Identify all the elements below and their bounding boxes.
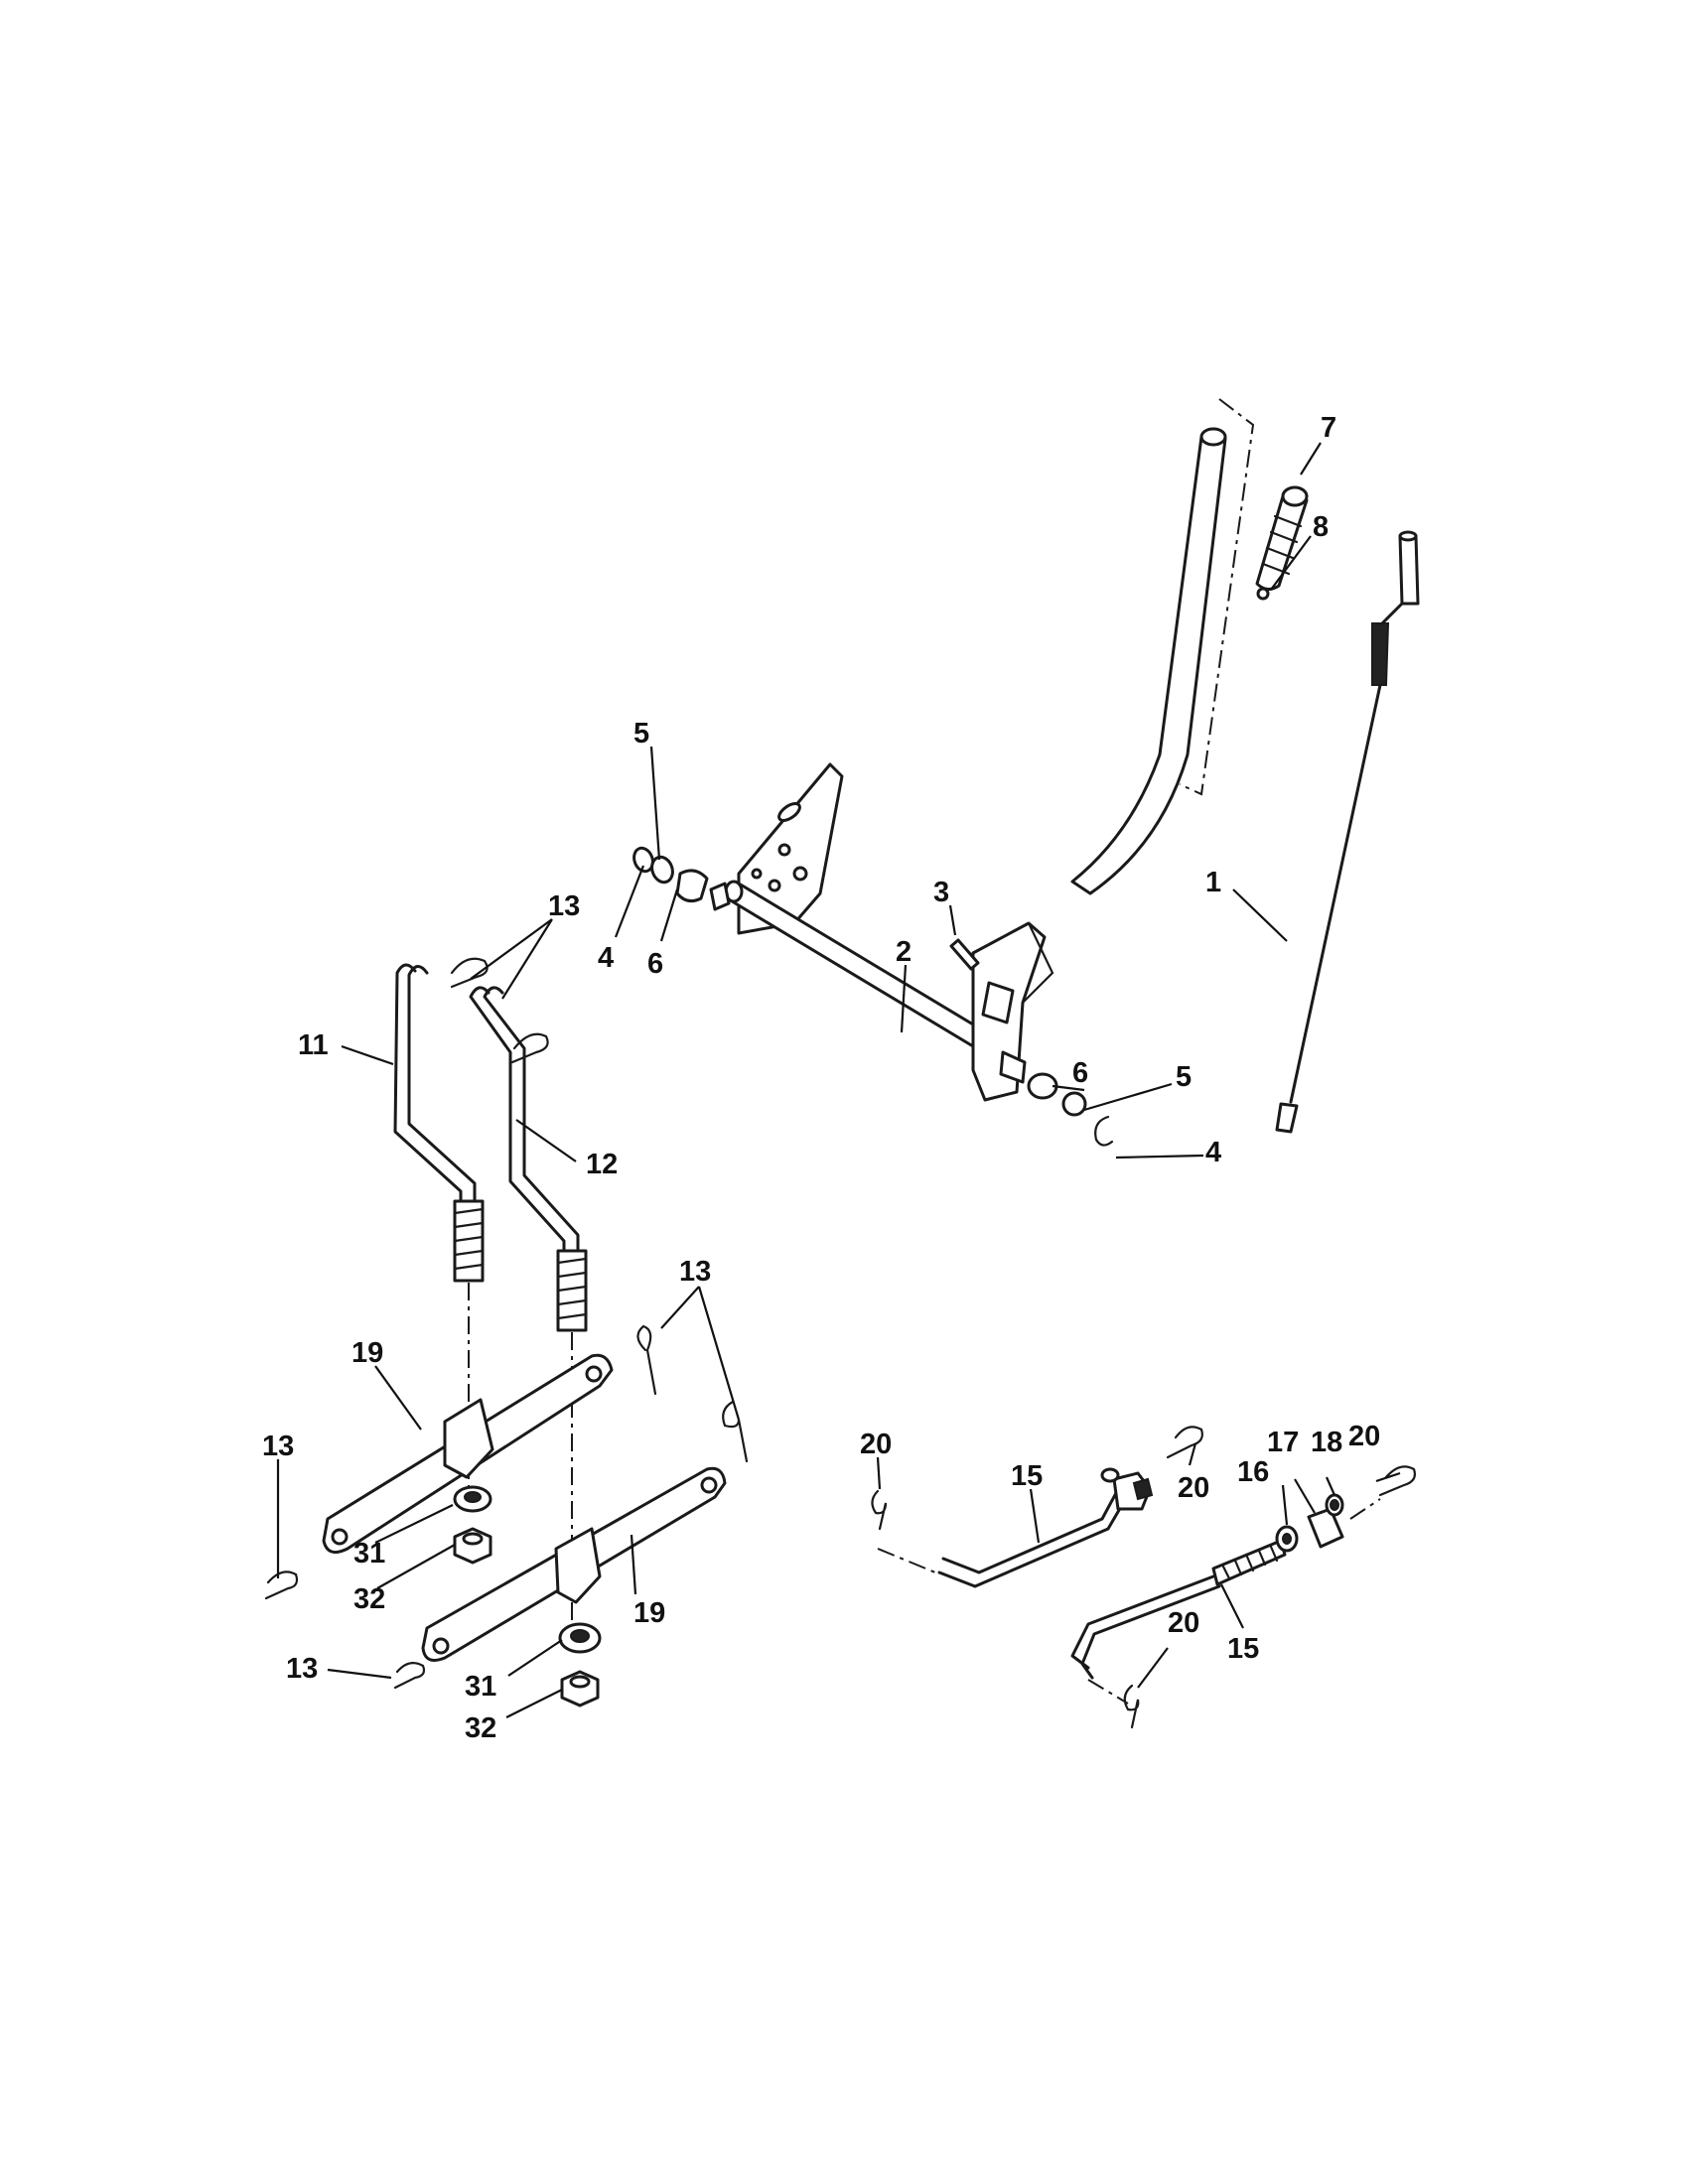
callout-32: 32 <box>353 1583 385 1615</box>
callout-13: 13 <box>286 1653 318 1685</box>
roll-pin <box>949 938 980 971</box>
callout-13: 13 <box>548 890 580 922</box>
callout-4: 4 <box>598 942 614 974</box>
callout-15: 15 <box>1011 1460 1043 1492</box>
callout-13: 13 <box>679 1256 711 1288</box>
callout-13: 13 <box>262 1431 294 1462</box>
hairpin-clips-top <box>450 957 549 1064</box>
callout-16: 16 <box>1237 1456 1269 1488</box>
handle-grip-outline <box>1179 398 1255 796</box>
bushing-nut-set-b <box>558 1622 602 1707</box>
callout-7: 7 <box>1321 412 1336 444</box>
callout-19: 19 <box>633 1597 665 1629</box>
lift-arm-upper <box>322 1353 614 1555</box>
callout-31: 31 <box>465 1671 496 1703</box>
callout-2: 2 <box>896 936 912 968</box>
callouts: 7 8 5 1 3 2 4 6 13 11 12 6 5 4 13 19 13 … <box>262 412 1380 1744</box>
callout-20: 20 <box>1348 1421 1380 1452</box>
callout-20: 20 <box>1168 1607 1199 1639</box>
adjust-rod-upper <box>937 1467 1154 1588</box>
lever-bracket <box>971 921 1054 1102</box>
callout-20: 20 <box>860 1429 892 1460</box>
lift-handle <box>1070 427 1227 895</box>
callout-15: 15 <box>1227 1633 1259 1665</box>
grip-pin <box>1256 587 1270 601</box>
hairpin-clips-lower <box>264 1324 749 1690</box>
callout-20: 20 <box>1178 1472 1209 1504</box>
callout-4: 4 <box>1205 1137 1221 1168</box>
callout-5: 5 <box>633 718 649 750</box>
callout-32: 32 <box>465 1712 496 1744</box>
rod-assembly-lines <box>877 1498 1381 1705</box>
handle-grip <box>1255 485 1309 591</box>
adjust-rod-lower <box>1070 1539 1287 1680</box>
mounting-plate <box>737 762 844 935</box>
cable-assembly <box>1275 530 1420 1134</box>
leader-lines <box>276 442 1401 1718</box>
left-hardware <box>632 846 731 911</box>
bushing-nut-set-a <box>453 1485 492 1565</box>
right-hardware <box>999 1050 1114 1147</box>
callout-1: 1 <box>1205 867 1221 898</box>
callout-19: 19 <box>351 1337 383 1369</box>
callout-12: 12 <box>586 1149 618 1180</box>
adjuster-hardware <box>1275 1493 1344 1553</box>
callout-18: 18 <box>1311 1427 1342 1458</box>
callout-17: 17 <box>1267 1427 1299 1458</box>
lift-link-12 <box>469 986 588 1332</box>
callout-8: 8 <box>1313 511 1329 543</box>
lift-link-11 <box>393 963 485 1283</box>
callout-31: 31 <box>353 1538 385 1570</box>
callout-6: 6 <box>647 948 663 980</box>
lift-arm-lower <box>421 1466 727 1662</box>
callout-3: 3 <box>933 877 949 908</box>
callout-11: 11 <box>298 1029 329 1061</box>
callout-5: 5 <box>1176 1061 1192 1093</box>
callout-6: 6 <box>1072 1057 1088 1089</box>
cross-shaft <box>724 880 1005 1060</box>
